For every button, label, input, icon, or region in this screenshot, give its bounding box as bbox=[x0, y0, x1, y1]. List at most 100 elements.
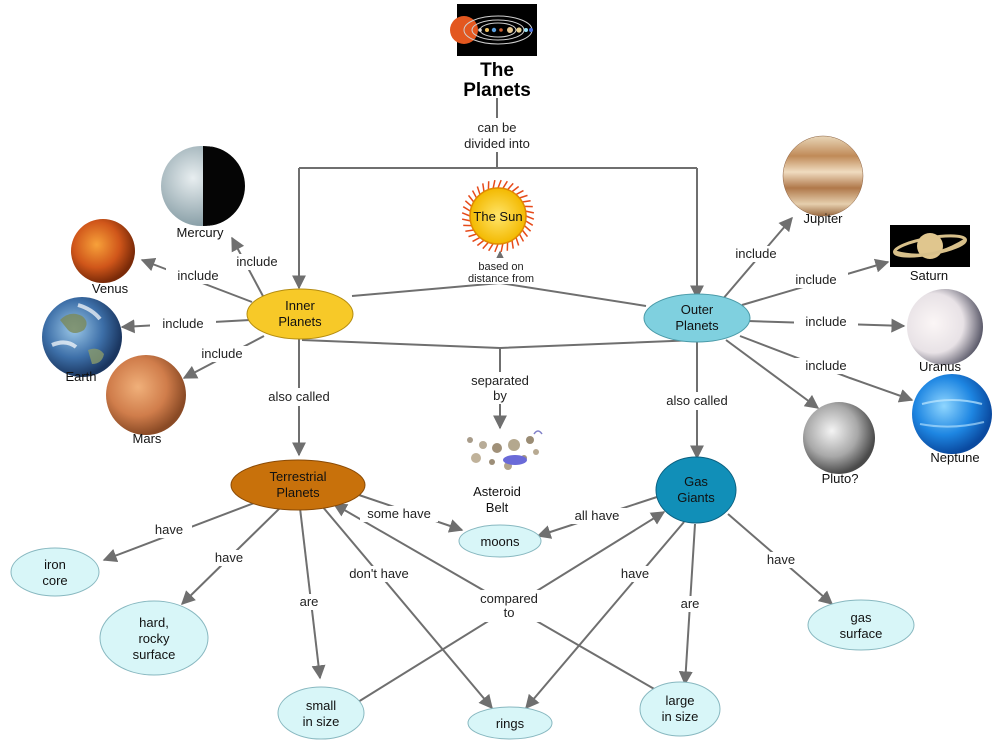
sun-label: The Sun bbox=[473, 209, 522, 224]
saturn-node[interactable]: Saturn bbox=[890, 225, 970, 283]
sun-ray bbox=[519, 194, 528, 199]
edge-gas-rings bbox=[525, 521, 685, 710]
uranus-icon bbox=[907, 289, 983, 365]
mars-node[interactable]: Mars bbox=[106, 355, 186, 446]
label-have-rings: have bbox=[621, 566, 649, 581]
solar-system-icon bbox=[450, 4, 537, 56]
sun-ray bbox=[461, 218, 471, 222]
sun-ray bbox=[488, 243, 494, 252]
hard-rocky-label-1: hard, bbox=[139, 615, 169, 630]
sun-ray bbox=[507, 182, 514, 191]
terrestrial-planets-node[interactable]: Terrestrial Planets bbox=[230, 459, 366, 511]
label-dont-have: don't have bbox=[349, 566, 409, 581]
asteroid-belt-icon bbox=[467, 430, 543, 470]
asteroid-belt-node[interactable]: Asteroid Belt bbox=[467, 430, 543, 515]
small-size-label-1: small bbox=[306, 698, 336, 713]
small-size-label-2: in size bbox=[303, 714, 340, 729]
sun-ray bbox=[523, 225, 532, 232]
moons-node[interactable]: moons bbox=[458, 524, 542, 558]
neptune-node[interactable]: Neptune bbox=[912, 374, 992, 465]
rings-label: rings bbox=[496, 716, 525, 731]
gas-giants-label-2: Giants bbox=[677, 490, 715, 505]
earth-label: Earth bbox=[65, 369, 96, 384]
pluto-node[interactable]: Pluto? bbox=[803, 402, 875, 486]
label-include-saturn: include bbox=[795, 272, 836, 287]
jupiter-label: Jupiter bbox=[803, 211, 843, 226]
sun-ray bbox=[472, 236, 481, 243]
label-are-small: are bbox=[300, 594, 319, 609]
edge-separated bbox=[301, 339, 698, 350]
earth-node[interactable]: Earth bbox=[42, 297, 122, 384]
large-size-label-2: in size bbox=[662, 709, 699, 724]
gas-giants-node[interactable]: Gas Giants bbox=[655, 456, 737, 524]
iron-core-label-1: iron bbox=[44, 557, 66, 572]
sun-ray bbox=[476, 186, 481, 195]
label-include-mercury: include bbox=[236, 254, 277, 269]
uranus-node[interactable]: Uranus bbox=[907, 289, 983, 374]
large-in-size-node[interactable]: large in size bbox=[639, 681, 721, 737]
sun-ray bbox=[471, 190, 478, 199]
outer-planets-label-2: Planets bbox=[675, 318, 719, 333]
label-include-neptune: include bbox=[805, 358, 846, 373]
venus-node[interactable]: Venus bbox=[71, 219, 135, 296]
sun-ray bbox=[497, 179, 502, 189]
gas-surface-node[interactable]: gas surface bbox=[807, 599, 915, 651]
page-title-line1: The bbox=[480, 60, 514, 81]
iron-core-node[interactable]: iron core bbox=[10, 547, 100, 597]
label-also-called-inner: also called bbox=[268, 389, 329, 404]
sun-ray bbox=[502, 180, 508, 189]
sun-ray bbox=[464, 200, 473, 207]
moons-label: moons bbox=[480, 534, 520, 549]
edge-outer-pluto bbox=[725, 339, 820, 409]
inner-planets-node[interactable]: Inner Planets bbox=[246, 288, 354, 340]
iron-core-label-2: core bbox=[42, 573, 67, 588]
sun-ray bbox=[482, 241, 489, 250]
terrestrial-label-1: Terrestrial bbox=[269, 469, 326, 484]
label-have-gas-surface: have bbox=[767, 552, 795, 567]
mars-icon bbox=[106, 355, 186, 435]
small-in-size-node[interactable]: small in size bbox=[277, 686, 365, 740]
outer-planets-node[interactable]: Outer Planets bbox=[643, 293, 751, 343]
title-group: The Planets bbox=[450, 4, 537, 101]
sun-ray bbox=[511, 240, 514, 249]
venus-icon bbox=[71, 219, 135, 283]
mars-label: Mars bbox=[133, 431, 162, 446]
sun-ray bbox=[522, 200, 531, 203]
sun-node[interactable]: The Sun bbox=[461, 179, 535, 253]
sun-ray bbox=[515, 189, 524, 196]
sun-ray bbox=[518, 233, 525, 242]
venus-label: Venus bbox=[92, 281, 129, 296]
sun-ray bbox=[465, 229, 474, 232]
mercury-node[interactable]: Mercury bbox=[161, 146, 245, 240]
inner-planets-label-1: Inner bbox=[285, 298, 315, 313]
label-all-have: all have bbox=[575, 508, 620, 523]
jupiter-node[interactable]: Jupiter bbox=[782, 135, 864, 226]
mercury-label: Mercury bbox=[177, 225, 224, 240]
saturn-label: Saturn bbox=[910, 268, 948, 283]
label-include-mars: include bbox=[201, 346, 242, 361]
label-also-called-outer: also called bbox=[666, 393, 727, 408]
outer-planets-label-1: Outer bbox=[681, 302, 714, 317]
sun-ray bbox=[476, 239, 485, 247]
sun-ray bbox=[462, 206, 471, 212]
saturn-icon bbox=[890, 225, 970, 267]
rings-node[interactable]: rings bbox=[467, 706, 553, 740]
page-title-line2: Planets bbox=[463, 80, 531, 101]
edge-terr-rings bbox=[321, 505, 493, 710]
jupiter-icon bbox=[782, 135, 864, 217]
earth-icon bbox=[42, 297, 122, 377]
hard-rocky-surface-node[interactable]: hard, rocky surface bbox=[99, 600, 209, 676]
sun-ray bbox=[468, 233, 477, 238]
neptune-icon bbox=[912, 374, 992, 454]
pluto-label: Pluto? bbox=[822, 471, 859, 486]
label-compared: compared bbox=[480, 591, 538, 606]
link-labels: can be divided into based on distance fr… bbox=[146, 118, 858, 622]
neptune-label: Neptune bbox=[930, 450, 979, 465]
label-distance-from: distance from bbox=[468, 273, 534, 285]
label-separated: separated bbox=[471, 373, 529, 388]
label-based-on: based on bbox=[478, 261, 523, 273]
sun-ray bbox=[521, 229, 529, 238]
edge-outer-neptune bbox=[739, 335, 914, 403]
gas-surface-label-1: gas bbox=[851, 610, 872, 625]
